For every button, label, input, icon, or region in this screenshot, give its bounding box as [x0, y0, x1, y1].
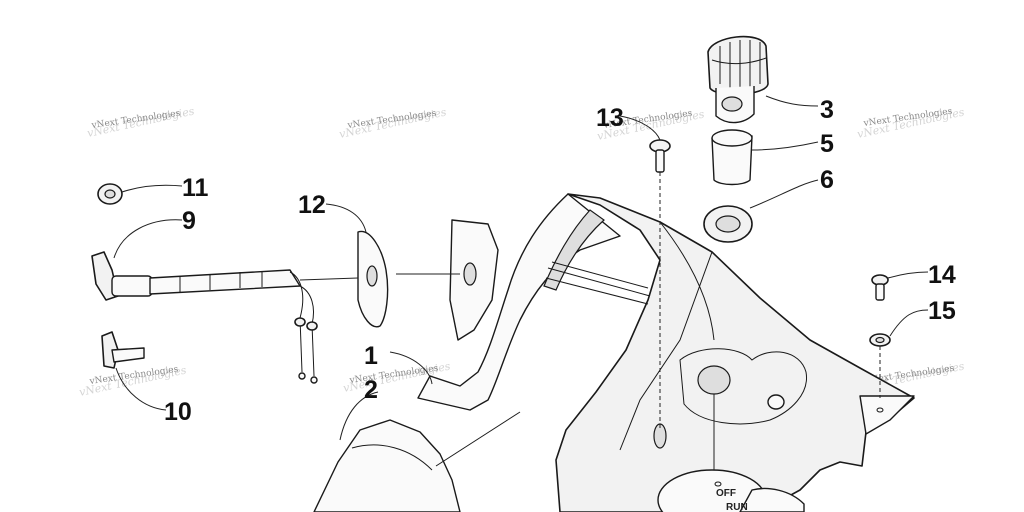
- switch-off-label: OFF: [716, 488, 736, 499]
- screw-13-part: [649, 139, 671, 430]
- callout-9: 9: [182, 207, 196, 235]
- callouts: 3 5 6 11 9 12 13 14 15 1 2 10: [164, 96, 956, 426]
- callout-3: 3: [820, 96, 834, 124]
- callout-11: 11: [182, 174, 209, 202]
- callout-6: 6: [820, 166, 834, 194]
- console-housing: [313, 193, 915, 512]
- ignition-switch-plate: OFF RUN: [657, 469, 805, 512]
- callout-10: 10: [164, 398, 192, 426]
- throttle-assembly-part: [91, 251, 359, 384]
- leader-lines: [113, 95, 929, 470]
- sleeve-part: [711, 129, 753, 186]
- screw-14-part: [871, 274, 889, 301]
- lock-washer-part: [703, 205, 753, 243]
- grommet-plate-part: [357, 230, 460, 328]
- callout-14: 14: [928, 261, 956, 289]
- callout-5: 5: [820, 130, 834, 158]
- callout-12: 12: [298, 191, 326, 219]
- washer-15-part: [869, 333, 891, 398]
- lever-bracket-part: [101, 331, 145, 369]
- switch-run-label: RUN: [726, 502, 748, 512]
- nut-part: [97, 183, 123, 205]
- knob-part: [707, 35, 769, 124]
- callout-15: 15: [928, 297, 956, 325]
- callout-2: 2: [364, 376, 378, 404]
- callout-1: 1: [364, 342, 378, 370]
- callout-13: 13: [596, 104, 624, 132]
